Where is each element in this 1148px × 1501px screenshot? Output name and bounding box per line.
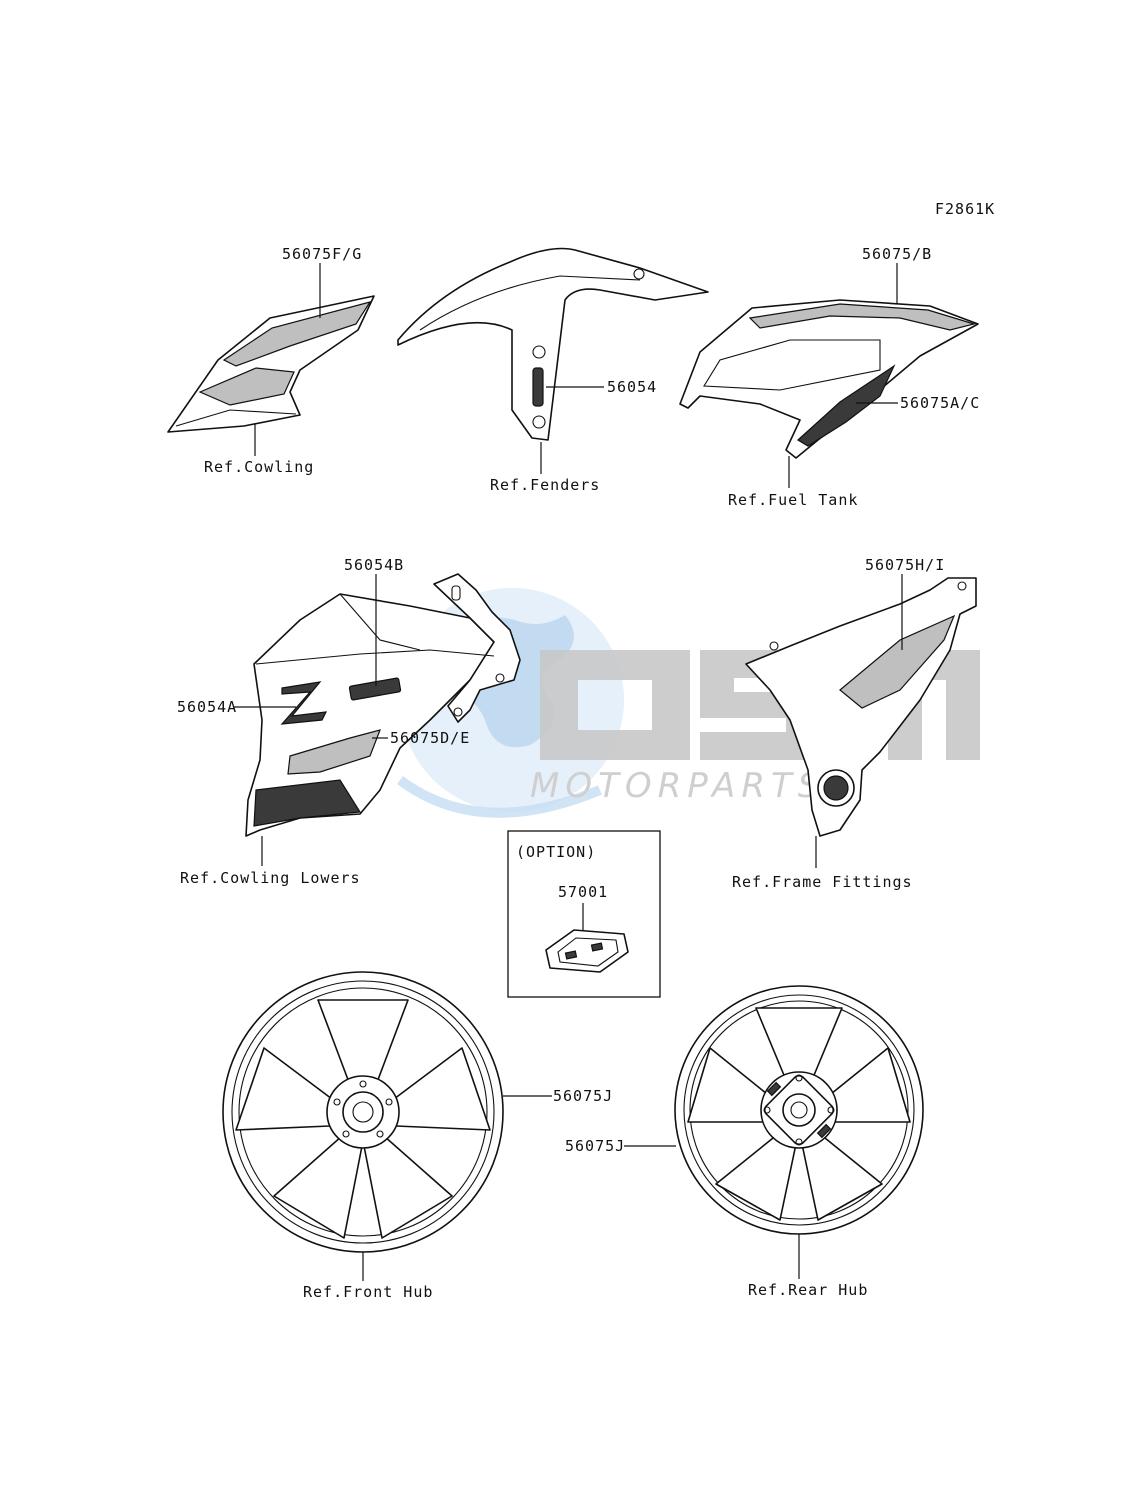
cowling-lower-bolt-2	[453, 707, 463, 717]
frame-decal-label: 56075H/I	[865, 556, 945, 574]
rear-wheel-rim-stripe-outer	[683, 994, 915, 1226]
cowling-lower-group: 56054B 56054A 56075D/E Ref.Cowling Lower…	[177, 556, 521, 887]
frame-ref-label[interactable]: Ref.Frame Fittings	[732, 873, 913, 891]
frame-bolt-1	[769, 641, 779, 651]
fender-bolt-top	[633, 268, 645, 280]
option-part-label: 57001	[558, 883, 608, 901]
rear-wheel-group: 56075J Ref.Rear Hub	[565, 985, 924, 1299]
fender-decal[interactable]	[532, 367, 544, 407]
fender-ridge	[419, 275, 641, 331]
tank-ref-label[interactable]: Ref.Fuel Tank	[728, 491, 858, 509]
option-box-group: (OPTION) 57001	[507, 830, 661, 998]
fender-bolt-upper	[532, 345, 546, 359]
front-wheel-bolts	[333, 1080, 393, 1138]
rear-wheel-hub-inner	[782, 1093, 816, 1127]
front-wheel-decal-label: 56075J	[553, 1087, 613, 1105]
tank-decal-side-label: 56075A/C	[900, 394, 980, 412]
option-part-kit[interactable]	[545, 929, 629, 973]
rear-wheel-bolts	[763, 1074, 835, 1146]
cowling-lower-bolt	[495, 673, 505, 683]
cowling-lower-slot	[451, 585, 461, 601]
lower-ref-label[interactable]: Ref.Cowling Lowers	[180, 869, 361, 887]
front-wheel-rim-stripe-inner	[238, 987, 488, 1237]
lower-decal-a-label: 56054A	[177, 698, 237, 716]
rear-ref-label[interactable]: Ref.Rear Hub	[748, 1281, 868, 1299]
front-wheel-axle	[352, 1101, 374, 1123]
rear-wheel-rim-stripe-inner	[689, 1000, 909, 1220]
fuel-tank-group: 56075/B 56075A/C Ref.Fuel Tank	[679, 245, 980, 509]
frame-grommet-inner	[823, 775, 849, 801]
cowling-lower-stripe[interactable]	[287, 729, 381, 775]
watermark-swoosh	[397, 775, 602, 818]
frame-fittings-group: 56075H/I Ref.Frame Fittings	[732, 556, 977, 891]
lower-decal-de-label: 56075D/E	[390, 729, 470, 747]
fender-bolt-lower	[532, 415, 546, 429]
cowling-lower-panel[interactable]	[245, 593, 495, 837]
option-box	[507, 830, 661, 998]
cowling-trim	[175, 409, 297, 427]
cowling-ref-label[interactable]: Ref.Cowling	[204, 458, 314, 476]
cowling-group: 56075F/G Ref.Cowling	[167, 245, 375, 476]
fender-ref-label[interactable]: Ref.Fenders	[490, 476, 600, 494]
front-wheel-rim-stripe-outer	[231, 980, 495, 1244]
fender-group: 56054 Ref.Fenders	[397, 247, 709, 494]
tank-decal-top-label: 56075/B	[862, 245, 932, 263]
cowling-lower-crease	[255, 649, 495, 665]
rear-wheel-decal-label: 56075J	[565, 1137, 625, 1155]
fender-decal-label: 56054	[607, 378, 657, 396]
front-wheel-group: 56075J Ref.Front Hub	[222, 971, 613, 1301]
front-fender[interactable]	[397, 247, 709, 441]
figure-code: F2861K	[935, 200, 995, 218]
front-wheel-hub-inner	[342, 1091, 384, 1133]
option-title: (OPTION)	[516, 843, 596, 861]
cowling-lower-crease-2	[339, 593, 421, 651]
rear-wheel-axle	[790, 1101, 808, 1119]
cowling-decal-stripe-lower[interactable]	[198, 367, 295, 406]
frame-bolt-2	[957, 581, 967, 591]
cowling-lower-bracket[interactable]	[433, 573, 521, 723]
front-ref-label[interactable]: Ref.Front Hub	[303, 1283, 433, 1301]
rear-wheel-spokes	[687, 1007, 911, 1221]
tank-inner-outline	[703, 339, 881, 391]
cowling-decal-stripe-upper[interactable]	[222, 301, 372, 367]
watermark-subtext: MOTORPARTS	[530, 766, 825, 806]
rear-wheel-hub-decal-1	[766, 1081, 782, 1097]
tank-decal-side[interactable]	[796, 364, 896, 447]
lower-decal-b-label: 56054B	[344, 556, 404, 574]
tank-decal-top[interactable]	[748, 303, 977, 331]
cowling-lower-kawasaki-badge[interactable]	[348, 677, 402, 701]
cowling-decal-label: 56075F/G	[282, 245, 362, 263]
cowling-lower-stripe-dark[interactable]	[253, 779, 362, 827]
rear-wheel-hub-decal-2	[816, 1123, 832, 1139]
frame-decal[interactable]	[839, 614, 956, 709]
cowling-lower-z-emblem[interactable]	[280, 681, 328, 725]
